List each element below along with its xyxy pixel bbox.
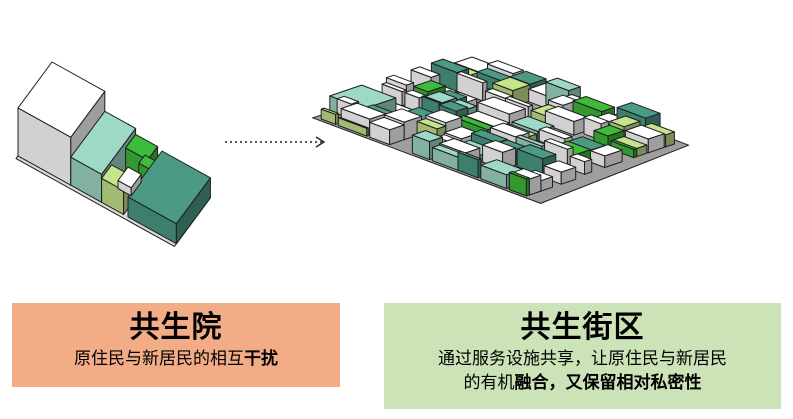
building-roof (17, 61, 106, 138)
building-roof (593, 124, 625, 137)
building-side (525, 177, 530, 197)
building-roof (336, 95, 360, 105)
building-roof (430, 58, 470, 74)
building-roof (320, 107, 339, 115)
building-roof (413, 80, 446, 93)
building-roof (410, 66, 441, 78)
building-roof (543, 160, 577, 173)
building-roof (624, 124, 665, 140)
building-roof (421, 95, 442, 104)
building-roof (340, 102, 387, 120)
building-roof (482, 140, 517, 153)
panel-description-line1: 通过服务设施共享，让原住民与新居民 (438, 349, 727, 369)
building-roof (492, 76, 531, 92)
building-roof (480, 159, 523, 176)
building-roof (569, 153, 593, 163)
symbiosis-courtyard-panel: 共生院 原住民与新居民的相互干扰 (12, 303, 340, 387)
building-roof (456, 71, 488, 84)
building-roof (404, 89, 427, 99)
dotted-arrow-icon (225, 136, 326, 148)
panel-title: 共生街区 (520, 310, 645, 345)
panel-description-line2: 的有机融合，又保留相对私密性 (463, 373, 702, 393)
panel-title: 共生院 (129, 310, 223, 345)
building-roof (508, 171, 530, 180)
building-roof (117, 166, 142, 189)
building-roof (416, 118, 447, 130)
building-roof (610, 139, 638, 150)
building-roof (545, 77, 581, 92)
building-side (366, 127, 369, 137)
panel-description: 原住民与新居民的相互干扰 (74, 349, 278, 369)
building-roof (369, 116, 405, 131)
building-roof (70, 110, 137, 175)
building-roof (383, 108, 422, 123)
courtyard-model (15, 61, 211, 247)
building-roof (385, 74, 415, 86)
building-roof (505, 96, 534, 107)
building-roof (515, 134, 547, 147)
building-roof (425, 109, 463, 124)
neighborhood-model (312, 56, 690, 204)
building-roof (609, 115, 641, 128)
illustration (15, 56, 690, 247)
building-roof (443, 126, 480, 140)
building-roof (590, 144, 623, 157)
building-roof (642, 122, 675, 136)
building-roof (572, 96, 615, 113)
building-roof (381, 82, 407, 93)
building-roof (457, 150, 482, 161)
building-roof (538, 126, 573, 140)
building-roof (516, 144, 557, 160)
building-roof (548, 94, 578, 106)
building-roof (487, 60, 524, 75)
building-roof (477, 96, 526, 115)
building-roof (337, 116, 369, 129)
building-roof (424, 91, 457, 104)
building-roof (583, 114, 609, 125)
building-roof (438, 100, 469, 112)
building-roof (411, 130, 443, 142)
symbiosis-block-panel: 共生街区 通过服务设施共享，让原住民与新居民 的有机融合，又保留相对私密性 (384, 303, 781, 409)
building-side (633, 148, 638, 159)
building-roof (544, 105, 588, 122)
building-roof (544, 138, 574, 150)
building-roof (616, 102, 661, 119)
